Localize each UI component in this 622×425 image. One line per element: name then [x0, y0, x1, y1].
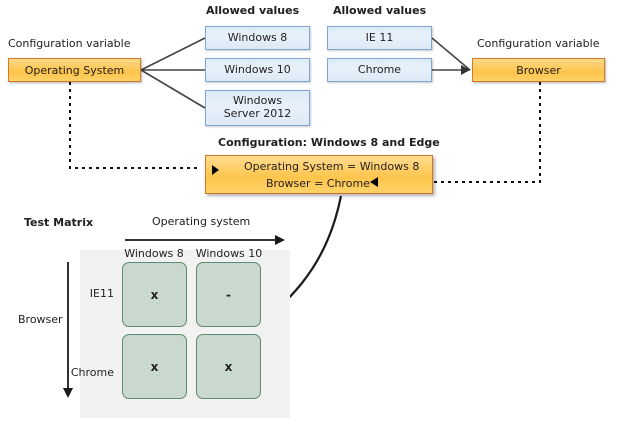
- allowed-value-windows-10[interactable]: Windows 10: [205, 58, 310, 82]
- matrix-column-header-windows-10: Windows 10: [195, 247, 263, 260]
- allowed-values-label-browser: Allowed values: [333, 4, 427, 17]
- dotted-path-os-to-config: [69, 82, 200, 169]
- os-configuration-variable-label: Configuration variable: [8, 37, 131, 50]
- browser-configuration-variable-label: Configuration variable: [477, 37, 600, 50]
- allowed-value-label: IE 11: [365, 30, 394, 44]
- matrix-cell-chrome-windows8[interactable]: x: [122, 334, 187, 399]
- browser-variable-name: Browser: [516, 63, 561, 77]
- os-variable-box[interactable]: Operating System: [8, 58, 141, 82]
- allowed-value-label: Chrome: [357, 62, 402, 76]
- allowed-value-windows-server-2012[interactable]: Windows Server 2012: [205, 90, 310, 126]
- matrix-cell-value: x: [150, 287, 159, 302]
- connector-os-windows8: [140, 37, 206, 71]
- matrix-x-axis-label: Operating system: [152, 215, 251, 228]
- matrix-cell-ie11-windows10[interactable]: -: [196, 262, 261, 327]
- matrix-title: Test Matrix: [24, 216, 94, 229]
- allowed-value-label: Windows 8: [227, 30, 288, 44]
- os-variable-name: Operating System: [24, 63, 125, 77]
- configuration-line-browser: Browser = Chrome: [266, 177, 370, 190]
- allowed-value-windows-8[interactable]: Windows 8: [205, 26, 310, 50]
- allowed-value-chrome[interactable]: Chrome: [327, 58, 432, 82]
- configuration-box[interactable]: Operating System = Windows 8 Browser = C…: [205, 155, 433, 194]
- matrix-y-axis-label: Browser: [18, 313, 63, 326]
- allowed-value-label: Windows Server 2012: [223, 94, 292, 120]
- allowed-values-label-os: Allowed values: [206, 4, 300, 17]
- matrix-y-arrowhead: [63, 388, 73, 398]
- browser-variable-box[interactable]: Browser: [472, 58, 605, 82]
- matrix-cell-value: x: [224, 359, 233, 374]
- connector-os-winserver: [140, 69, 206, 109]
- configuration-caption: Configuration: Windows 8 and Edge: [218, 136, 440, 149]
- allowed-value-ie-11[interactable]: IE 11: [327, 26, 432, 50]
- matrix-cell-ie11-windows8[interactable]: x: [122, 262, 187, 327]
- matrix-row-header-chrome: Chrome: [70, 366, 114, 379]
- allowed-value-label: Windows 10: [224, 62, 291, 76]
- matrix-row-header-ie11: IE11: [89, 287, 114, 300]
- arrowhead-browser: [461, 65, 470, 75]
- play-triangle-icon: [212, 165, 219, 175]
- matrix-x-arrowhead: [275, 235, 285, 245]
- configuration-line-os: Operating System = Windows 8: [244, 160, 420, 173]
- left-triangle-icon: [370, 177, 378, 187]
- matrix-cell-value: x: [150, 359, 159, 374]
- matrix-column-header-windows-8: Windows 8: [124, 247, 184, 260]
- matrix-cell-chrome-windows10[interactable]: x: [196, 334, 261, 399]
- connector-ie11-browser: [431, 37, 471, 71]
- matrix-cell-value: -: [226, 287, 231, 302]
